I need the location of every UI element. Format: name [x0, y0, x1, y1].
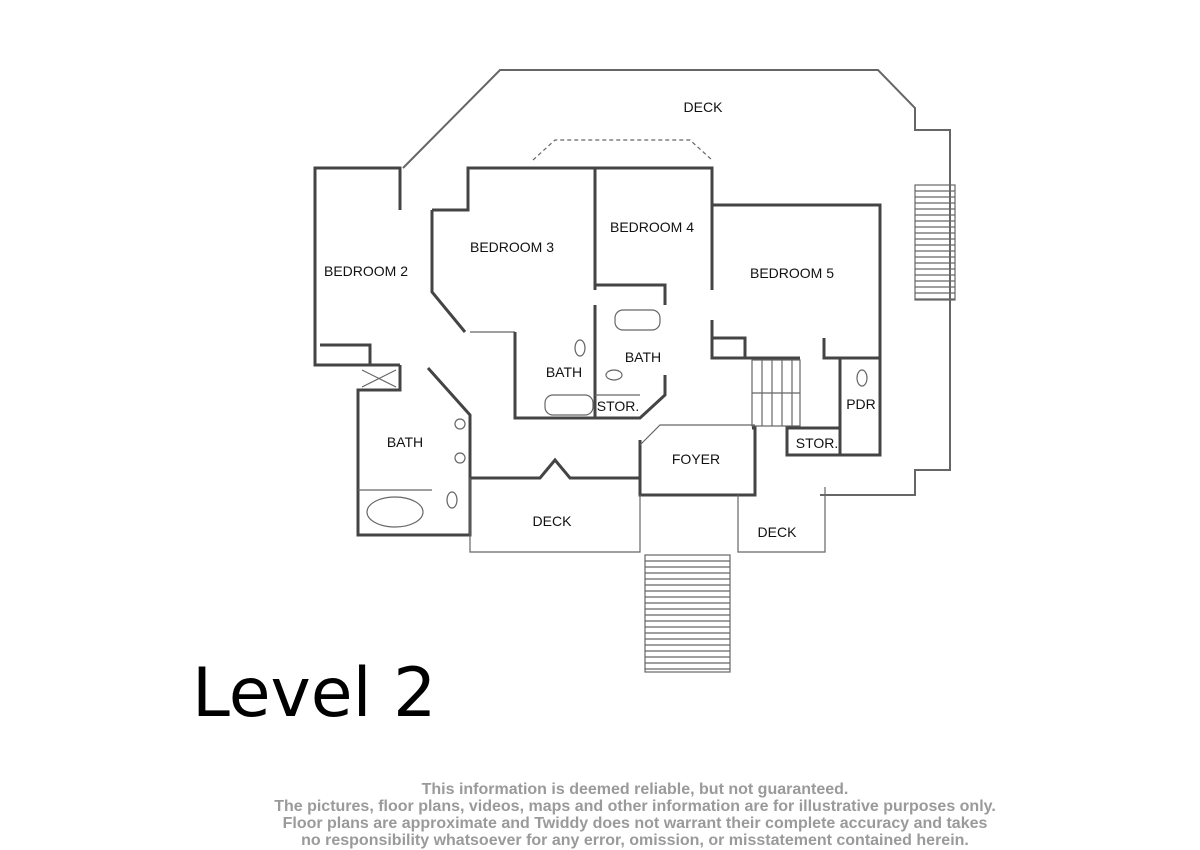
deck-mid-wall [470, 457, 640, 480]
bedroom-4-lower [595, 283, 667, 305]
room-label-bath: BATH [387, 434, 423, 450]
bathtub [544, 394, 594, 416]
toilet-icon [856, 369, 868, 387]
room-label-deck: DECK [533, 513, 573, 529]
room-label-deck: DECK [684, 99, 724, 115]
stair-tread [644, 554, 731, 673]
room-label-pdr: PDR [846, 396, 876, 412]
room-label-stor: STOR. [796, 435, 839, 451]
room-label-bath: BATH [625, 349, 661, 365]
tub-icon [366, 496, 424, 528]
deck-right-rail [737, 487, 826, 553]
sink-icon [454, 418, 466, 430]
disclaimer-line: The pictures, floor plans, videos, maps … [274, 798, 996, 815]
bath-left-walls [356, 365, 472, 537]
room-label-bedroom-3: BEDROOM 3 [470, 239, 554, 255]
room-label-foyer: FOYER [672, 451, 720, 467]
disclaimer-line: no responsibility whatsoever for any err… [301, 832, 969, 849]
room-label-bedroom-2: BEDROOM 2 [324, 263, 408, 279]
room-label-bedroom-4: BEDROOM 4 [610, 219, 694, 235]
sink-icon [454, 452, 466, 464]
toilet-icon [574, 339, 586, 357]
stair-tread [914, 184, 956, 301]
room-label-stor: STOR. [597, 398, 640, 414]
bay-outline [532, 139, 713, 161]
stairs-center [751, 359, 801, 427]
level-title: Level 2 [192, 654, 437, 733]
room-label-bath: BATH [546, 364, 582, 380]
pdr-walls [785, 358, 882, 457]
deck-mid-rail [469, 478, 641, 553]
foyer-entry [639, 424, 755, 446]
bedroom-3-left-wall [430, 210, 467, 333]
room-label-deck: DECK [758, 524, 798, 540]
room-label-bedroom-5: BEDROOM 5 [750, 265, 834, 281]
closet [710, 336, 747, 360]
toilet-icon [605, 369, 623, 381]
stairs-front [644, 554, 731, 673]
stairs-right [914, 184, 956, 301]
disclaimer-line: Floor plans are approximate and Twiddy d… [282, 815, 988, 832]
disclaimer-line: This information is deemed reliable, but… [421, 781, 849, 798]
linen-x [361, 369, 397, 388]
disclaimer: This information is deemed reliable, but… [200, 781, 1070, 849]
deck-outline [402, 69, 951, 496]
toilet-icon [446, 491, 458, 509]
bathtub [614, 309, 661, 331]
bedroom-3-walls [432, 166, 597, 290]
bath-center-walls [513, 332, 667, 420]
